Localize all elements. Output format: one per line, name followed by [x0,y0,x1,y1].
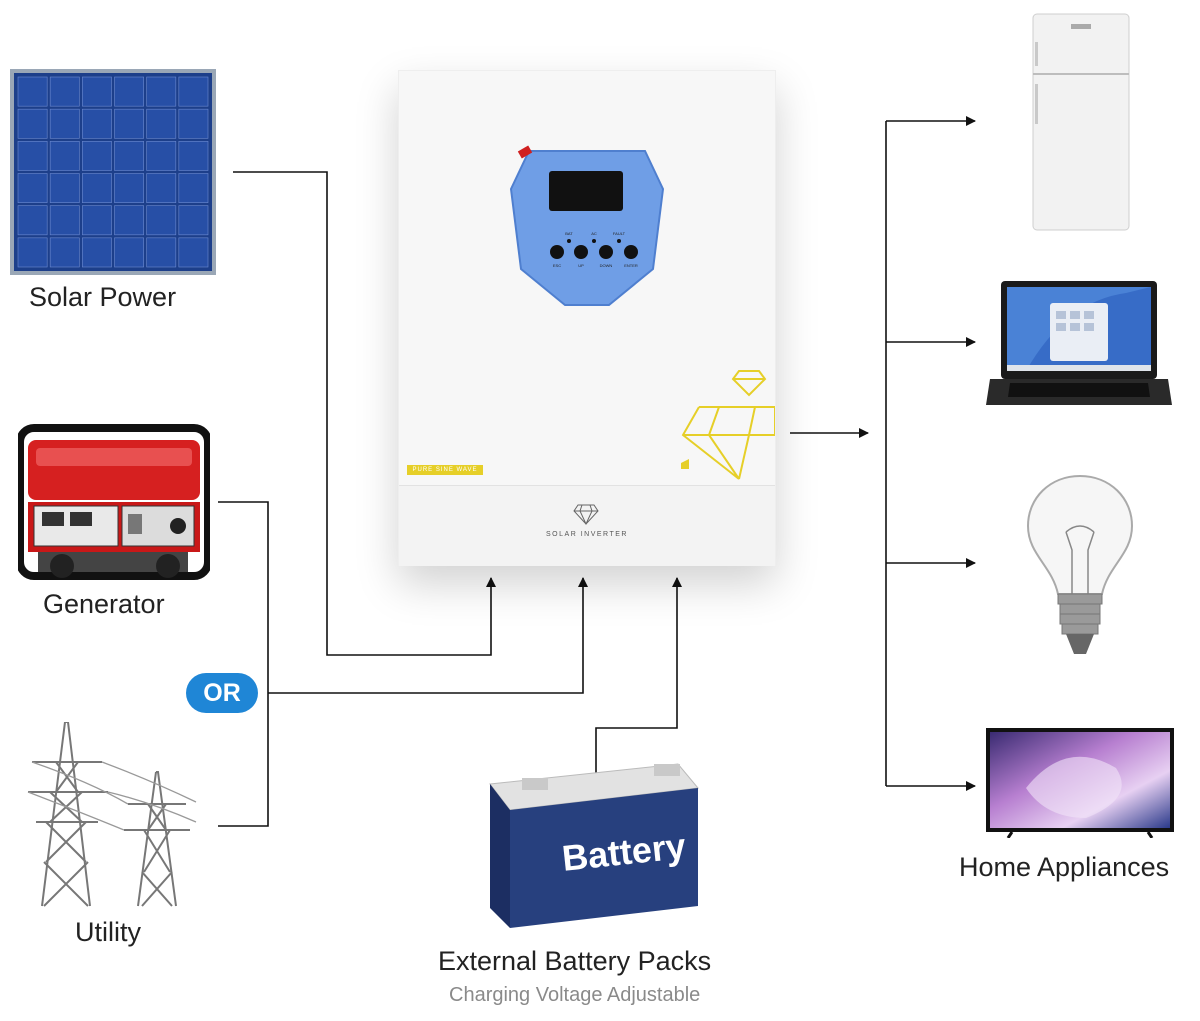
solar-cell [49,237,80,268]
inverter-bottom-panel [399,485,775,566]
solar-cell [146,76,177,107]
panel-button-label: ESC [553,263,561,268]
light-bulb-icon [1026,474,1134,654]
solar-cell [49,173,80,203]
lcd-display [549,171,623,211]
home-appliances-label: Home Appliances [959,852,1170,882]
inverter-logo-icon [573,504,599,525]
solar-panel-icon [10,69,216,275]
or-badge: OR [186,673,258,713]
solar-cell [17,76,48,107]
solar-cell [178,108,209,139]
panel-indicator-label: BAT [565,231,573,236]
solar-cell [17,108,48,139]
solar-cell [114,141,144,171]
solar-cell [178,237,209,268]
generator-label: Generator [43,589,165,619]
pure-sine-wave-tag: PURE SINE WAVE [407,465,483,475]
solar-cell [114,108,144,139]
solar-cell [82,76,112,107]
panel-indicator-label: FAULT [613,231,626,236]
solar-cell [146,173,177,203]
up-button [574,245,588,259]
solar-cell [82,237,112,268]
solar-cell [114,237,144,268]
inverter-control-panel: BAT AC FAULT ESC UP DOWN ENTER [509,150,665,306]
laptop-icon [986,281,1172,405]
solar-cell [82,108,112,139]
panel-button-label: DOWN [600,263,613,268]
solar-cell [82,205,112,236]
solar-cell [49,108,80,139]
television-icon [986,728,1174,838]
generator-icon [18,424,210,580]
solar-cell [114,173,144,203]
utility-label: Utility [75,917,141,947]
solar-cell [178,141,209,171]
battery-icon [489,763,699,928]
solar-cell [146,205,177,236]
refrigerator-icon [1032,13,1130,231]
grid-connector [268,577,588,694]
solar-connector [233,171,496,656]
solar-cell [49,205,80,236]
generator-connector [218,501,269,827]
solar-cell [82,173,112,203]
solar-cell [49,76,80,107]
solar-cell [146,237,177,268]
down-button [599,245,613,259]
panel-indicator-label: AC [591,231,597,236]
solar-cell [49,141,80,171]
diamond-decoration-icon [681,370,775,480]
inverter-name: SOLAR INVERTER [546,531,628,538]
solar-cell [114,205,144,236]
solar-cell [146,108,177,139]
solar-cell [178,173,209,203]
solar-power-label: Solar Power [29,282,177,312]
panel-button-label: ENTER [624,263,638,268]
solar-cell [178,205,209,236]
esc-button [550,245,564,259]
battery-packs-title: External Battery Packs [438,946,712,976]
utility-tower-icon [27,722,197,907]
solar-cell [114,76,144,107]
solar-cell [17,141,48,171]
enter-button [624,245,638,259]
solar-cell [146,141,177,171]
solar-cell [82,141,112,171]
panel-button-label: UP [578,263,584,268]
solar-inverter: PURE SINE WAVE SOLAR INVERTER BAT AC FAULT… [398,70,776,566]
solar-cell [17,173,48,203]
solar-cell [178,76,209,107]
battery-packs-subtitle: Charging Voltage Adjustable [449,984,701,1006]
solar-cell [17,237,48,268]
battery-connector [595,577,682,778]
solar-cell [17,205,48,236]
